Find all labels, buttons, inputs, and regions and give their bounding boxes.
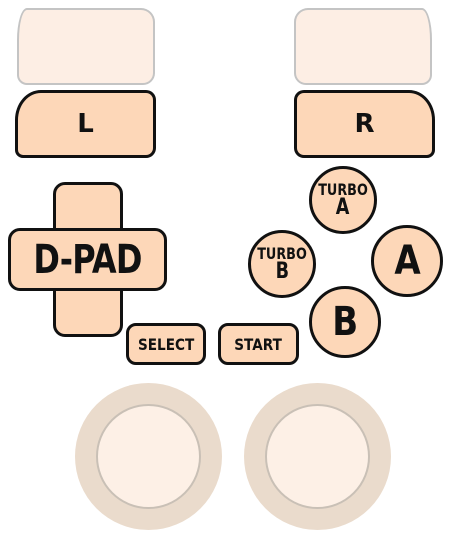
turbo-b-top-label: TURBO [257, 243, 307, 263]
dpad-label: D-PAD [33, 236, 142, 283]
select-button-label: SELECT [137, 334, 195, 354]
a-button[interactable]: A [371, 225, 443, 297]
start-button-label: START [234, 334, 283, 354]
r-button-label: R [354, 109, 375, 139]
dpad-center [56, 231, 120, 288]
b-button-label: B [332, 299, 358, 345]
start-button[interactable]: START [218, 323, 299, 365]
left-stick-thumb[interactable] [96, 404, 201, 509]
turbo-b-button[interactable]: TURBO B [248, 230, 316, 298]
l-shoulder-button[interactable]: L [15, 90, 156, 158]
r-shoulder-button[interactable]: R [294, 90, 435, 158]
l-button-label: L [77, 109, 94, 139]
right-trigger-button[interactable] [294, 8, 432, 85]
left-analog-stick[interactable] [75, 383, 222, 530]
left-trigger-button[interactable] [17, 8, 155, 85]
right-analog-stick[interactable] [244, 383, 391, 530]
b-button[interactable]: B [309, 286, 381, 358]
right-stick-thumb[interactable] [265, 404, 370, 509]
turbo-a-letter-label: A [336, 194, 350, 220]
select-button[interactable]: SELECT [126, 323, 206, 365]
turbo-b-letter-label: B [275, 258, 289, 284]
turbo-a-top-label: TURBO [318, 179, 368, 199]
turbo-a-button[interactable]: TURBO A [309, 166, 377, 234]
dpad-touch-area[interactable] [8, 182, 167, 337]
a-button-label: A [393, 238, 421, 284]
